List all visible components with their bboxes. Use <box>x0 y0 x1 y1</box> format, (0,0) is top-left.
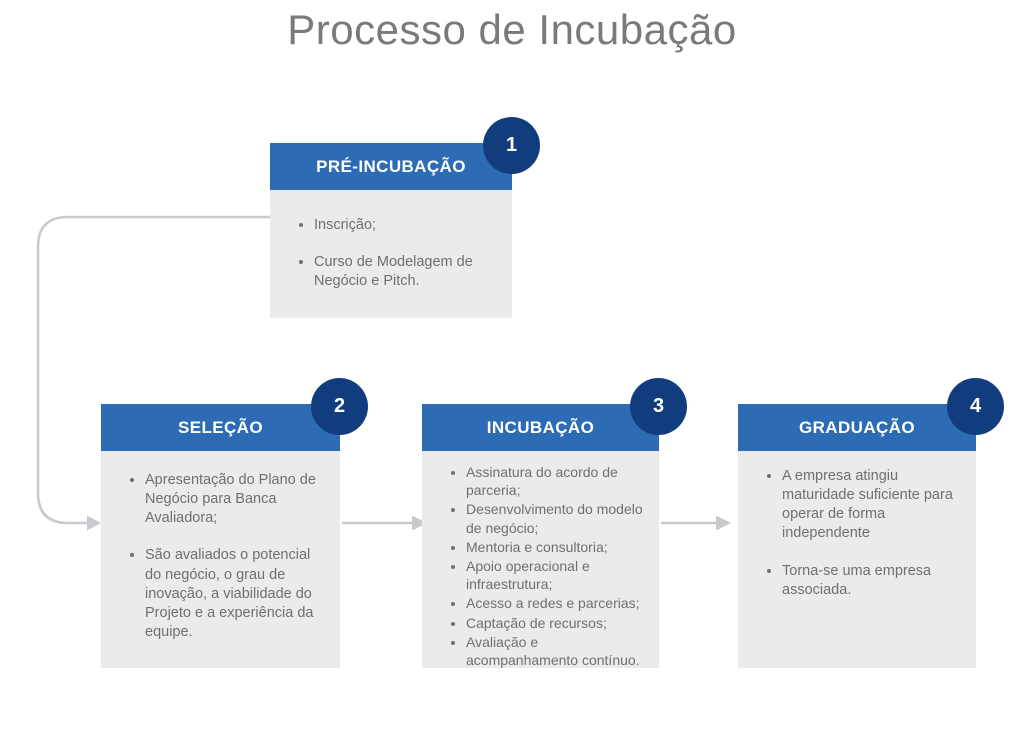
list-item: Avaliação e acompanhamento contínuo. <box>466 633 651 669</box>
step-number-badge: 2 <box>311 378 368 435</box>
list-item: Curso de Modelagem de Negócio e Pitch. <box>314 253 492 291</box>
list-item: Apresentação do Plano de Negócio para Ba… <box>145 471 320 528</box>
step-number-badge: 3 <box>630 378 687 435</box>
step-number-badge: 1 <box>483 117 540 174</box>
step-title: GRADUAÇÃO <box>799 417 915 437</box>
step-header: SELEÇÃO 2 <box>101 378 368 451</box>
list-item: Mentoria e consultoria; <box>466 538 651 556</box>
step-card-incubacao: INCUBAÇÃO 3 Assinatura do acordo de parc… <box>422 378 687 669</box>
list-item: A empresa atingiu maturidade suficiente … <box>782 467 956 544</box>
step-item-list: A empresa atingiu maturidade suficiente … <box>738 451 976 600</box>
step-card-pre-incubacao: PRÉ-INCUBAÇÃO 1 Inscrição; Curso de Mode… <box>270 117 540 318</box>
step-body: Apresentação do Plano de Negócio para Ba… <box>101 451 340 642</box>
step-item-list: Assinatura do acordo de parceria; Desenv… <box>422 451 659 669</box>
list-item: Assinatura do acordo de parceria; <box>466 463 651 499</box>
arrowhead-icon <box>87 515 101 531</box>
step-item-list: Apresentação do Plano de Negócio para Ba… <box>101 451 340 642</box>
step-number-badge: 4 <box>947 378 1004 435</box>
step-card-graduacao: GRADUAÇÃO 4 A empresa atingiu maturidade… <box>738 378 1004 668</box>
list-item: Torna-se uma empresa associada. <box>782 562 956 600</box>
step-header: GRADUAÇÃO 4 <box>738 378 1004 451</box>
list-item: Inscrição; <box>314 216 492 235</box>
step-header: PRÉ-INCUBAÇÃO 1 <box>270 117 540 190</box>
step-header: INCUBAÇÃO 3 <box>422 378 687 451</box>
page-title: Processo de Incubação <box>287 6 737 53</box>
step-body: Assinatura do acordo de parceria; Desenv… <box>422 451 659 669</box>
list-item: Acesso a redes e parcerias; <box>466 594 651 612</box>
step-title: SELEÇÃO <box>178 417 263 437</box>
step-body: Inscrição; Curso de Modelagem de Negócio… <box>270 190 512 291</box>
step-card-selecao: SELEÇÃO 2 Apresentação do Plano de Negóc… <box>101 378 368 668</box>
step-number: 2 <box>333 395 346 417</box>
list-item: São avaliados o potencial do negócio, o … <box>145 546 320 642</box>
list-item: Captação de recursos; <box>466 614 651 632</box>
step-body: A empresa atingiu maturidade suficiente … <box>738 451 976 600</box>
list-item: Apoio operacional e infraestrutura; <box>466 557 651 593</box>
step-number: 3 <box>652 395 665 417</box>
step-title: INCUBAÇÃO <box>486 417 595 437</box>
step-number: 4 <box>969 395 982 417</box>
step-number: 1 <box>505 134 518 156</box>
arrowhead-icon <box>716 515 731 531</box>
list-item: Desenvolvimento do modelo de negócio; <box>466 500 651 536</box>
step-item-list: Inscrição; Curso de Modelagem de Negócio… <box>270 190 512 291</box>
step-title: PRÉ-INCUBAÇÃO <box>316 156 466 176</box>
